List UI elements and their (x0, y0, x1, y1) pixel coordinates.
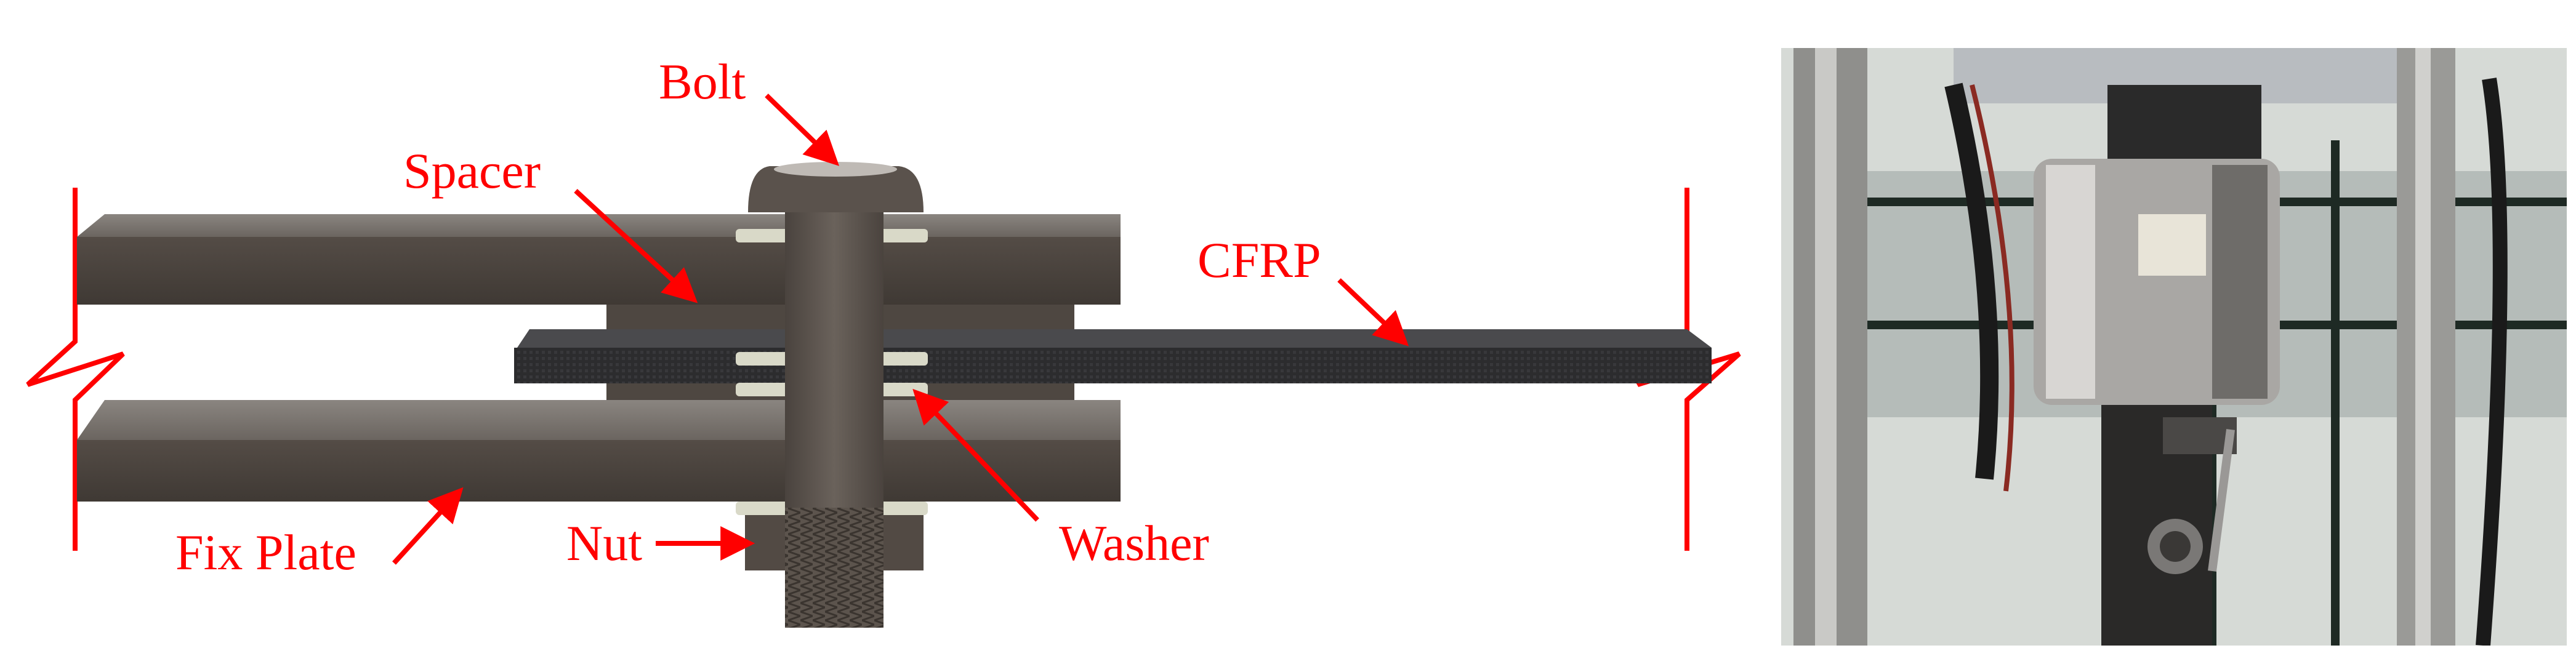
cfrp-label: CFRP (1197, 232, 1321, 288)
lower-fix-plate (77, 400, 1121, 502)
test-rig-photo (1781, 48, 2567, 646)
nut (745, 515, 924, 570)
fix-plate-arrow (392, 487, 464, 565)
spacer-arrow (574, 189, 698, 303)
upper-fix-plate (77, 214, 1121, 305)
washer-label: Washer (1059, 515, 1209, 571)
left-break-line (26, 188, 125, 551)
cfrp-arrow (1337, 278, 1409, 346)
cfrp-strip (514, 329, 1712, 383)
washer-arrow (912, 388, 1039, 522)
bolt (748, 162, 924, 628)
spacer-label: Spacer (403, 143, 541, 199)
bolt-arrow (765, 94, 840, 166)
bolt-label: Bolt (659, 54, 746, 110)
fix-plate-label: Fix Plate (175, 524, 356, 580)
nut-label: Nut (566, 515, 642, 571)
